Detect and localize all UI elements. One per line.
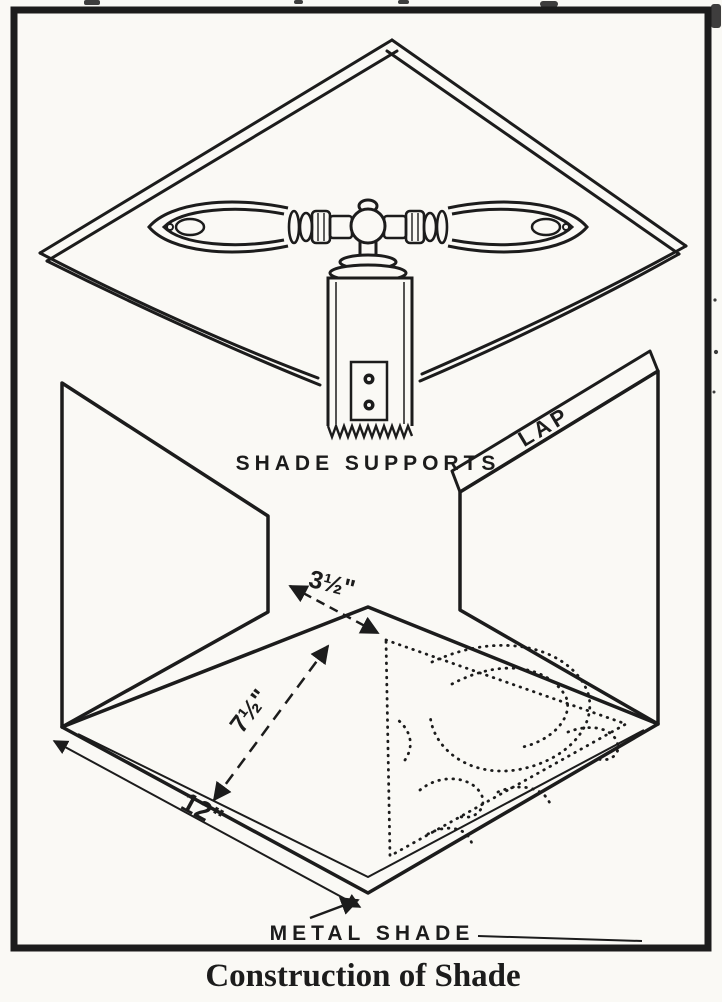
scan-speck (540, 1, 558, 7)
lap-flap (450, 349, 660, 494)
top-shade-right-slope (390, 38, 688, 248)
left-panel (60, 381, 270, 729)
left-bulb-outer (147, 200, 289, 254)
dimension-arrow (52, 740, 362, 908)
column-body (326, 276, 414, 426)
hub-ball (349, 207, 387, 245)
ornament-swirl (418, 777, 485, 819)
right-socket (382, 209, 449, 245)
ornament-border (384, 638, 630, 859)
dimension-corner-label: 3½" (306, 565, 358, 603)
scan-speck (713, 298, 717, 302)
right-bulb-filament-loop (530, 217, 562, 237)
shade-supports-label: SHADE SUPPORTS (236, 452, 501, 475)
ornament-swirl (566, 726, 620, 762)
left-socket-ring (287, 209, 301, 245)
ornament-crescent-outer (428, 643, 592, 773)
lamp-fixture (147, 198, 589, 441)
fixture-hub (328, 198, 408, 283)
scan-artifacts (84, 0, 721, 394)
dimension-base-width: 12" (52, 740, 362, 908)
figure-border-frame (10, 6, 712, 952)
ornament-wave (396, 718, 412, 762)
top-shade-outline (38, 38, 688, 387)
scan-speck (84, 0, 100, 5)
ornament-crescent-inner (450, 666, 569, 750)
right-socket-ring (422, 211, 438, 243)
scan-speck (398, 0, 409, 4)
right-bulb-inner (451, 207, 575, 247)
ornament-pattern (384, 638, 630, 859)
scan-speck (713, 349, 719, 355)
left-bulb-inner (161, 207, 285, 247)
scan-speck (294, 0, 303, 4)
support-column (326, 276, 414, 441)
top-shade-right-lower-edge-inner (418, 252, 681, 383)
scan-speck (712, 390, 716, 394)
right-socket-ring (435, 209, 449, 245)
bottom-rim (60, 605, 660, 895)
metal-shade-arrow (309, 897, 360, 920)
left-bulb-tip (166, 223, 174, 231)
scan-speck (711, 4, 721, 28)
ornament-curl (426, 826, 474, 847)
dimension-arrow (288, 584, 380, 635)
lap-label: LAP (514, 401, 575, 451)
top-shade-left-lower-edge (38, 251, 320, 380)
left-socket-neck (328, 214, 354, 240)
top-shade-left-slope (38, 38, 394, 255)
mounting-hole-center (367, 403, 371, 407)
top-shade-right-lower-edge (420, 244, 688, 376)
left-bulb (147, 200, 289, 254)
left-bulb-filament-loop (174, 217, 206, 237)
metal-shade-label: METAL SHADE (270, 922, 475, 945)
right-socket-neck (382, 214, 408, 240)
metal-shade-leader-line (477, 935, 643, 942)
figure-caption: Construction of Shade (205, 958, 520, 994)
bottom-rim-thickness (77, 729, 645, 878)
serrated-edge (326, 422, 414, 441)
dimension-panel-depth: 7½" (212, 644, 330, 802)
metal-shade-callout: METAL SHADE (270, 897, 643, 945)
top-shade-right-slope-inner (385, 49, 681, 256)
left-socket (287, 209, 354, 245)
right-bulb-tip (562, 223, 570, 231)
right-socket-shell (404, 209, 426, 245)
left-socket-ring (298, 211, 314, 243)
dimension-corner-width: 3½" (288, 565, 380, 635)
ornament-swirl (496, 785, 552, 806)
right-bulb (447, 200, 589, 254)
left-socket-shell (310, 209, 332, 245)
top-shade-left-lower-edge-inner (45, 259, 322, 387)
right-bulb-outer (447, 200, 589, 254)
top-shade-left-slope-inner (45, 49, 399, 263)
mounting-plate (349, 360, 389, 422)
mounting-hole-center (367, 377, 371, 381)
